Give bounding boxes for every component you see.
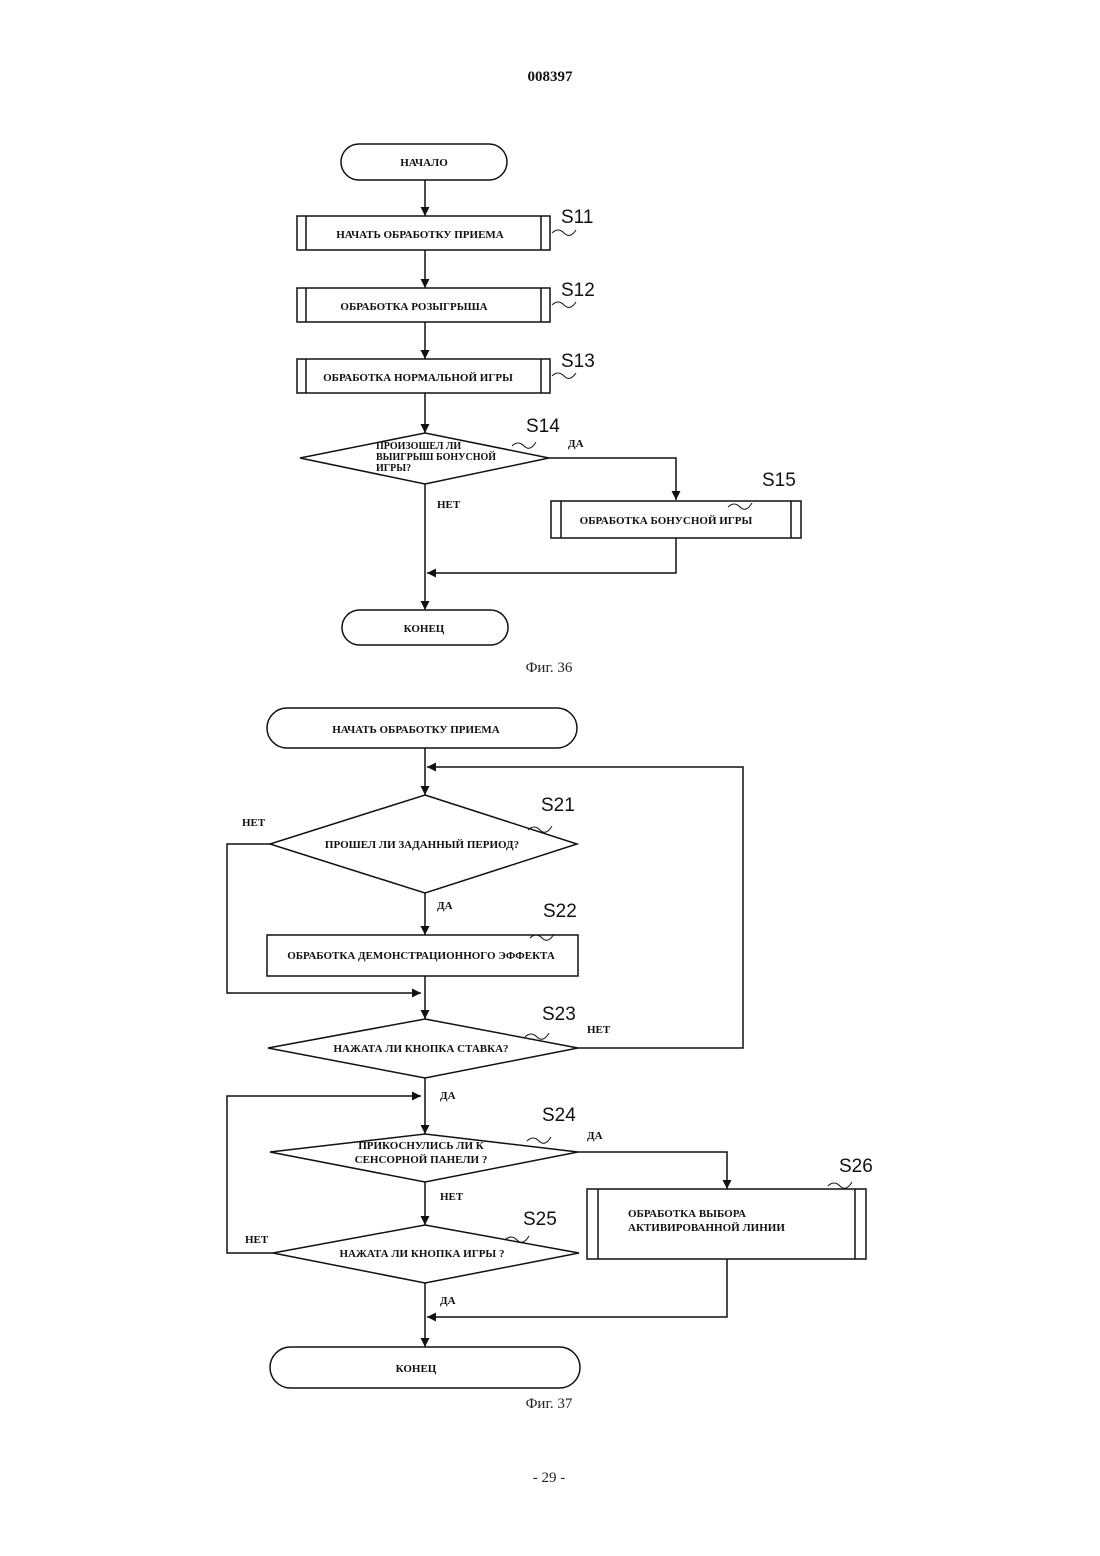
step-label-s21: S21	[541, 795, 575, 816]
branch-s24-yes: ДА	[587, 1130, 603, 1142]
start-terminal: НАЧАЛО	[341, 144, 507, 180]
end-label: КОНЕЦ	[404, 623, 445, 635]
process-s26: ОБРАБОТКА ВЫБОРА АКТИВИРОВАННОЙ ЛИНИИ	[587, 1189, 866, 1259]
step-label-s23: S23	[542, 1004, 576, 1025]
decision-s21: ПРОШЕЛ ЛИ ЗАДАННЫЙ ПЕРИОД?	[270, 795, 577, 893]
decision-s21-label: ПРОШЕЛ ЛИ ЗАДАННЫЙ ПЕРИОД?	[325, 839, 519, 851]
decision-s23-label: НАЖАТА ЛИ КНОПКА СТАВКА?	[333, 1043, 508, 1055]
decision-s25: НАЖАТА ЛИ КНОПКА ИГРЫ ?	[273, 1225, 579, 1283]
decision-s24-line2: СЕНСОРНОЙ ПАНЕЛИ ?	[355, 1154, 488, 1166]
step-label-s24: S24	[542, 1105, 576, 1126]
end-label: КОНЕЦ	[396, 1363, 437, 1375]
branch-s23-no: НЕТ	[587, 1024, 611, 1036]
process-s22-label: ОБРАБОТКА ДЕМОНСТРАЦИОННОГО ЭФФЕКТА	[287, 950, 555, 962]
start-label: НАЧАЛО	[400, 157, 448, 169]
process-s13: ОБРАБОТКА НОРМАЛЬНОЙ ИГРЫ	[297, 359, 550, 393]
decision-s24: ПРИКОСНУЛИСЬ ЛИ К СЕНСОРНОЙ ПАНЕЛИ ?	[270, 1134, 578, 1182]
decision-s24-line1: ПРИКОСНУЛИСЬ ЛИ К	[358, 1140, 484, 1152]
document-number: 008397	[528, 69, 574, 85]
branch-s14-no: НЕТ	[437, 499, 461, 511]
step-label-s25: S25	[523, 1209, 557, 1230]
step-label-s22: S22	[543, 901, 577, 922]
flowchart-fig37: НАЧАТЬ ОБРАБОТКУ ПРИЕМА ПРОШЕЛ ЛИ ЗАДАНН…	[227, 708, 873, 1412]
end-terminal: КОНЕЦ	[270, 1347, 580, 1388]
process-s11-label: НАЧАТЬ ОБРАБОТКУ ПРИЕМА	[336, 229, 504, 241]
process-s15-label: ОБРАБОТКА БОНУСНОЙ ИГРЫ	[580, 515, 753, 527]
step-label-s13: S13	[561, 351, 595, 372]
flowchart-fig36: НАЧАЛО НАЧАТЬ ОБРАБОТКУ ПРИЕМА S11 ОБРАБ…	[297, 144, 801, 676]
process-s26-line2: АКТИВИРОВАННОЙ ЛИНИИ	[628, 1222, 785, 1234]
process-s12-label: ОБРАБОТКА РОЗЫГРЫША	[340, 301, 487, 313]
step-label-s11: S11	[561, 207, 593, 228]
process-s12: ОБРАБОТКА РОЗЫГРЫША	[297, 288, 550, 322]
end-terminal: КОНЕЦ	[342, 610, 508, 645]
branch-s21-yes: ДА	[437, 900, 453, 912]
process-s22: ОБРАБОТКА ДЕМОНСТРАЦИОННОГО ЭФФЕКТА	[267, 935, 578, 976]
process-s13-label: ОБРАБОТКА НОРМАЛЬНОЙ ИГРЫ	[323, 372, 513, 384]
figure-caption-37: Фиг. 37	[526, 1396, 573, 1412]
start-terminal: НАЧАТЬ ОБРАБОТКУ ПРИЕМА	[267, 708, 577, 748]
decision-s14-line2: ВЫИГРЫШ БОНУСНОЙ	[376, 451, 496, 463]
branch-s25-yes: ДА	[440, 1295, 456, 1307]
step-label-s14: S14	[526, 416, 560, 437]
process-s26-line1: ОБРАБОТКА ВЫБОРА	[628, 1208, 746, 1220]
step-label-s15: S15	[762, 470, 796, 491]
step-label-s12: S12	[561, 280, 595, 301]
start-label: НАЧАТЬ ОБРАБОТКУ ПРИЕМА	[332, 724, 500, 736]
decision-s14: ПРОИЗОШЕЛ ЛИ ВЫИГРЫШ БОНУСНОЙ ИГРЫ?	[300, 433, 549, 484]
step-label-s26: S26	[839, 1156, 873, 1177]
decision-s25-label: НАЖАТА ЛИ КНОПКА ИГРЫ ?	[340, 1248, 505, 1260]
branch-s25-no: НЕТ	[245, 1234, 269, 1246]
process-s11: НАЧАТЬ ОБРАБОТКУ ПРИЕМА	[297, 216, 550, 250]
decision-s23: НАЖАТА ЛИ КНОПКА СТАВКА?	[268, 1019, 578, 1078]
figure-caption-36: Фиг. 36	[526, 660, 573, 676]
branch-s24-no: НЕТ	[440, 1191, 464, 1203]
page-number: - 29 -	[533, 1470, 566, 1486]
branch-s21-no: НЕТ	[242, 817, 266, 829]
branch-s14-yes: ДА	[568, 438, 584, 450]
decision-s14-line1: ПРОИЗОШЕЛ ЛИ	[376, 441, 461, 452]
process-s15: ОБРАБОТКА БОНУСНОЙ ИГРЫ	[551, 501, 801, 538]
branch-s23-yes: ДА	[440, 1090, 456, 1102]
decision-s14-line3: ИГРЫ?	[376, 463, 411, 474]
